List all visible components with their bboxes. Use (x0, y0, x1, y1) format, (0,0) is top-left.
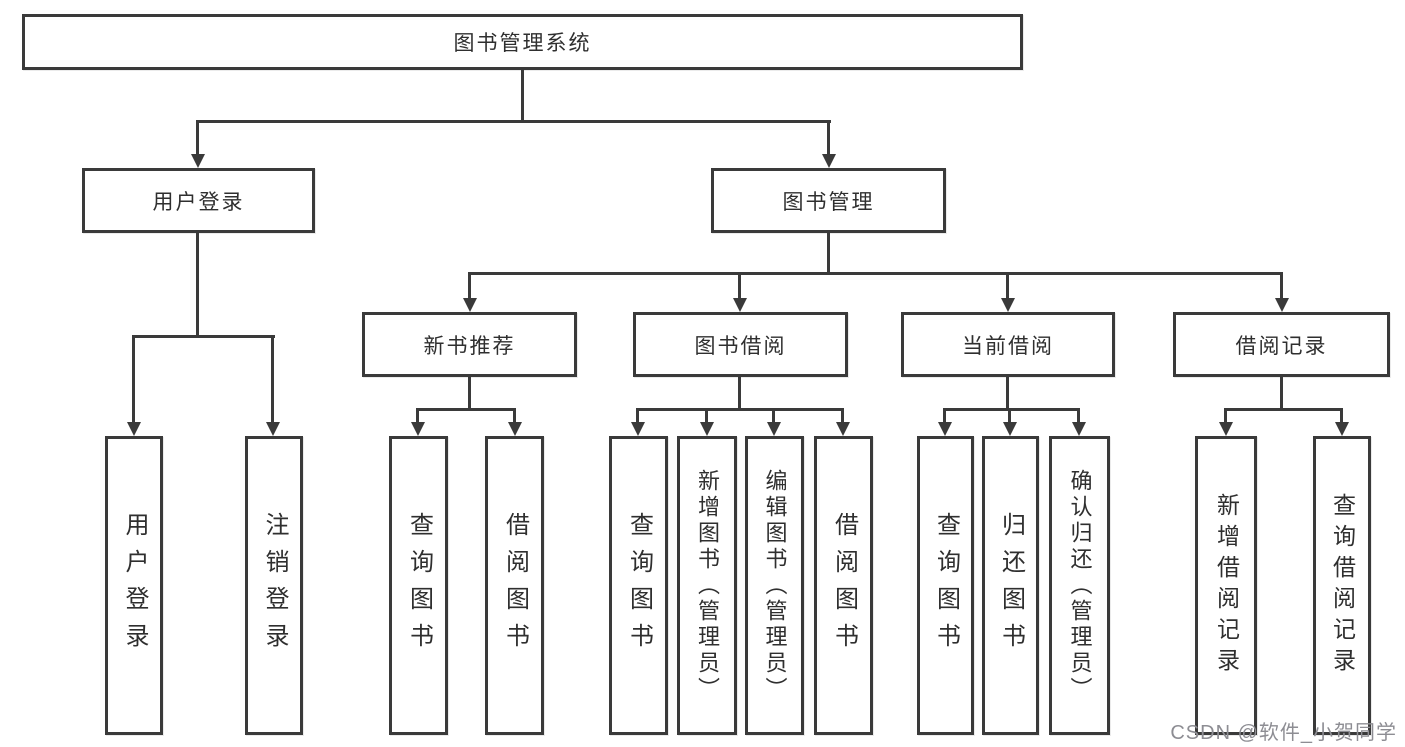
connector-user-login-bar (132, 335, 275, 338)
connector-current-borrow-stem (1006, 375, 1009, 410)
arrow-to-new-book-rec (468, 273, 471, 298)
node-new-book-rec-label: 新书推荐 (423, 334, 516, 358)
leaf-bb-query-book: 查询图书 (609, 436, 668, 735)
node-current-borrow-label: 当前借阅 (962, 334, 1054, 358)
arrow-bb-edit-book (772, 409, 775, 422)
arrow-to-book-mgmt (827, 121, 830, 154)
arrow-cb-return-book (1008, 409, 1011, 422)
leaf-user-login: 用户登录 (105, 436, 163, 735)
arrow-nbr-query-book (416, 409, 419, 422)
leaf-bb-add-book: 新增图书（管理员） (677, 436, 737, 735)
leaf-bb-borrow-book: 借阅图书 (814, 436, 873, 735)
node-book-mgmt-label: 图书管理 (782, 190, 875, 214)
connector-borrow-records-stem (1280, 375, 1283, 410)
arrow-cb-confirm-return (1077, 409, 1080, 422)
leaf-bb-edit-book-label: 编辑图书（管理员） (762, 468, 788, 703)
arrow-to-current-borrow (1006, 273, 1009, 298)
connector-user-login-stem (196, 231, 199, 337)
node-user-login: 用户登录 (82, 168, 315, 233)
leaf-br-query-record-label: 查询借阅记录 (1329, 492, 1356, 679)
leaf-cb-return-book: 归还图书 (982, 436, 1039, 735)
node-borrow-records-label: 借阅记录 (1235, 334, 1328, 358)
leaf-cb-confirm-return: 确认归还（管理员） (1049, 436, 1110, 735)
arrow-to-leaf-logout (271, 336, 274, 422)
connector-borrow-records-bar (1224, 408, 1343, 411)
node-root-system-label: 图书管理系统 (453, 32, 592, 55)
connector-new-book-rec-stem (468, 375, 471, 410)
arrow-nbr-borrow-book (513, 409, 516, 422)
leaf-cb-query-book: 查询图书 (917, 436, 974, 735)
leaf-cb-return-book-label: 归还图书 (997, 511, 1025, 660)
arrow-to-borrow-records (1280, 273, 1283, 298)
node-borrow-records: 借阅记录 (1173, 312, 1390, 377)
node-user-login-label: 用户登录 (152, 190, 245, 214)
node-book-borrow-label: 图书借阅 (694, 334, 787, 358)
leaf-logout-label: 注销登录 (261, 511, 288, 660)
arrow-bb-borrow-book (841, 409, 844, 422)
arrow-bb-add-book (705, 409, 708, 422)
leaf-bb-edit-book: 编辑图书（管理员） (745, 436, 804, 735)
node-root-system: 图书管理系统 (22, 14, 1023, 70)
leaf-logout: 注销登录 (245, 436, 303, 735)
leaf-cb-query-book-label: 查询图书 (932, 511, 960, 660)
leaf-nbr-borrow-book-label: 借阅图书 (501, 511, 529, 660)
connector-root-stem (521, 68, 524, 122)
leaf-nbr-query-book-label: 查询图书 (405, 511, 433, 660)
connector-book-borrow-bar (636, 408, 844, 411)
csdn-watermark: CSDN @软件_小贺同学 (1170, 722, 1397, 744)
connector-new-book-rec-bar (416, 408, 516, 411)
node-book-borrow: 图书借阅 (633, 312, 848, 377)
arrow-br-add-record (1224, 409, 1227, 422)
arrow-to-book-borrow (738, 273, 741, 298)
connector-root-bar (196, 120, 831, 123)
leaf-br-add-record-label: 新增借阅记录 (1213, 492, 1240, 679)
connector-book-mgmt-stem (827, 231, 830, 274)
arrow-cb-query-book (943, 409, 946, 422)
node-book-mgmt: 图书管理 (711, 168, 946, 233)
arrow-to-leaf-user-login (132, 336, 135, 422)
connector-book-mgmt-bar (468, 272, 1283, 275)
connector-book-borrow-stem (738, 375, 741, 410)
leaf-bb-add-book-label: 新增图书（管理员） (695, 468, 720, 703)
arrow-to-user-login (196, 121, 199, 154)
arrow-br-query-record (1340, 409, 1343, 422)
leaf-user-login-label: 用户登录 (121, 511, 148, 660)
leaf-nbr-borrow-book: 借阅图书 (485, 436, 544, 735)
leaf-bb-borrow-book-label: 借阅图书 (830, 511, 858, 660)
leaf-br-query-record: 查询借阅记录 (1313, 436, 1371, 735)
leaf-br-add-record: 新增借阅记录 (1195, 436, 1257, 735)
leaf-cb-confirm-return-label: 确认归还（管理员） (1067, 468, 1093, 703)
node-new-book-rec: 新书推荐 (362, 312, 577, 377)
leaf-nbr-query-book: 查询图书 (389, 436, 448, 735)
arrow-bb-query-book (636, 409, 639, 422)
leaf-bb-query-book-label: 查询图书 (625, 511, 653, 660)
connector-current-borrow-bar (943, 408, 1080, 411)
node-current-borrow: 当前借阅 (901, 312, 1115, 377)
